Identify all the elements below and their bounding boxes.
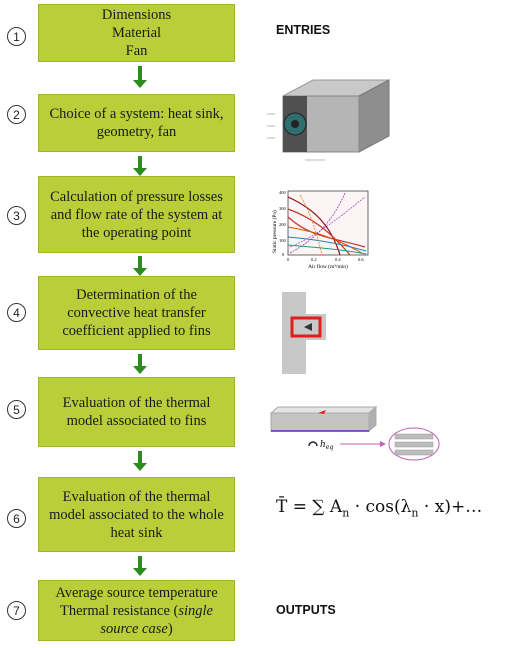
chart-ytick-100: 100: [279, 238, 287, 243]
step-3-line-1: Calculation of pressure losses: [50, 188, 223, 205]
step-4-line-2: convective heat transfer: [67, 305, 206, 321]
pressure-flow-chart: Static pressure (Pa) 400 300 200 100 0 0…: [271, 190, 369, 270]
temperature-formula: T̄ = ∑ An · cos(λn · x)+…: [276, 497, 483, 520]
step-box-2: Choice of a system: heat sink, geometry,…: [38, 94, 235, 152]
chart-ytick-400: 400: [279, 190, 287, 195]
step-number-2: 2: [7, 105, 26, 124]
step-number-1: 1: [7, 27, 26, 46]
chart-xtick-1: 0.2: [311, 257, 317, 262]
step-7-line-2: Thermal resistance (single: [60, 602, 213, 619]
step-6-line-3: heat sink: [110, 524, 163, 541]
chart-xtick-2: 0.4: [335, 257, 341, 262]
step-number-4: 4: [7, 303, 26, 322]
step-6-line-2: model associated to the whole: [49, 506, 224, 523]
chart-ylabel: Static pressure (Pa): [271, 210, 278, 253]
step-4-line-3: coefficient applied to fins: [62, 323, 211, 339]
chart-xlabel: Air flow (m³/min): [308, 263, 348, 270]
chart-xtick-0: 0: [287, 257, 290, 262]
step-3-line-3: the operating point: [81, 224, 192, 241]
fin-model-image: heq: [269, 405, 440, 461]
step-2-line-2: geometry, fan: [96, 124, 177, 140]
step-number-7: 7: [7, 601, 26, 620]
chart-ytick-300: 300: [279, 206, 287, 211]
chart-ytick-0: 0: [282, 252, 285, 257]
step-2-line-1: Choice of a system: heat sink,: [49, 106, 224, 122]
outputs-label: OUTPUTS: [276, 603, 336, 617]
step-1-line-2: Material: [111, 25, 162, 41]
step-1-line-1: Dimensions: [101, 7, 172, 23]
step-box-5: Evaluation of the thermal model associat…: [38, 377, 235, 447]
h-eq-label: heq: [320, 440, 333, 451]
step-box-4: Determination of the convective heat tra…: [38, 276, 235, 350]
step-4-line-1: Determination of the: [76, 287, 197, 303]
heat-sink-image: [267, 79, 390, 161]
step-box-6: Evaluation of the thermal model associat…: [38, 477, 235, 552]
chart-ytick-200: 200: [279, 222, 287, 227]
entries-label: ENTRIES: [276, 23, 331, 37]
step-box-1: Dimensions Material Fan: [38, 4, 235, 62]
step-box-7: Average source temperature Thermal resis…: [38, 580, 235, 641]
chart-xtick-3: 0.6: [358, 257, 364, 262]
step-1-line-3: Fan: [125, 43, 148, 59]
step-number-5: 5: [7, 400, 26, 419]
step-6-line-1: Evaluation of the thermal: [62, 488, 211, 505]
step-number-3: 3: [7, 206, 26, 225]
step-box-3: Calculation of pressure losses and flow …: [38, 176, 235, 253]
step-7-line-1: Average source temperature: [55, 584, 218, 601]
step-number-6: 6: [7, 509, 26, 528]
fin-cross-section-image: [282, 292, 326, 374]
step-7-line-3: source case): [100, 620, 173, 637]
step-3-line-2: and flow rate of the system at: [50, 206, 223, 223]
step-5-line-1: Evaluation of the thermal: [62, 395, 211, 411]
step-5-line-2: model associated to fins: [66, 413, 207, 429]
